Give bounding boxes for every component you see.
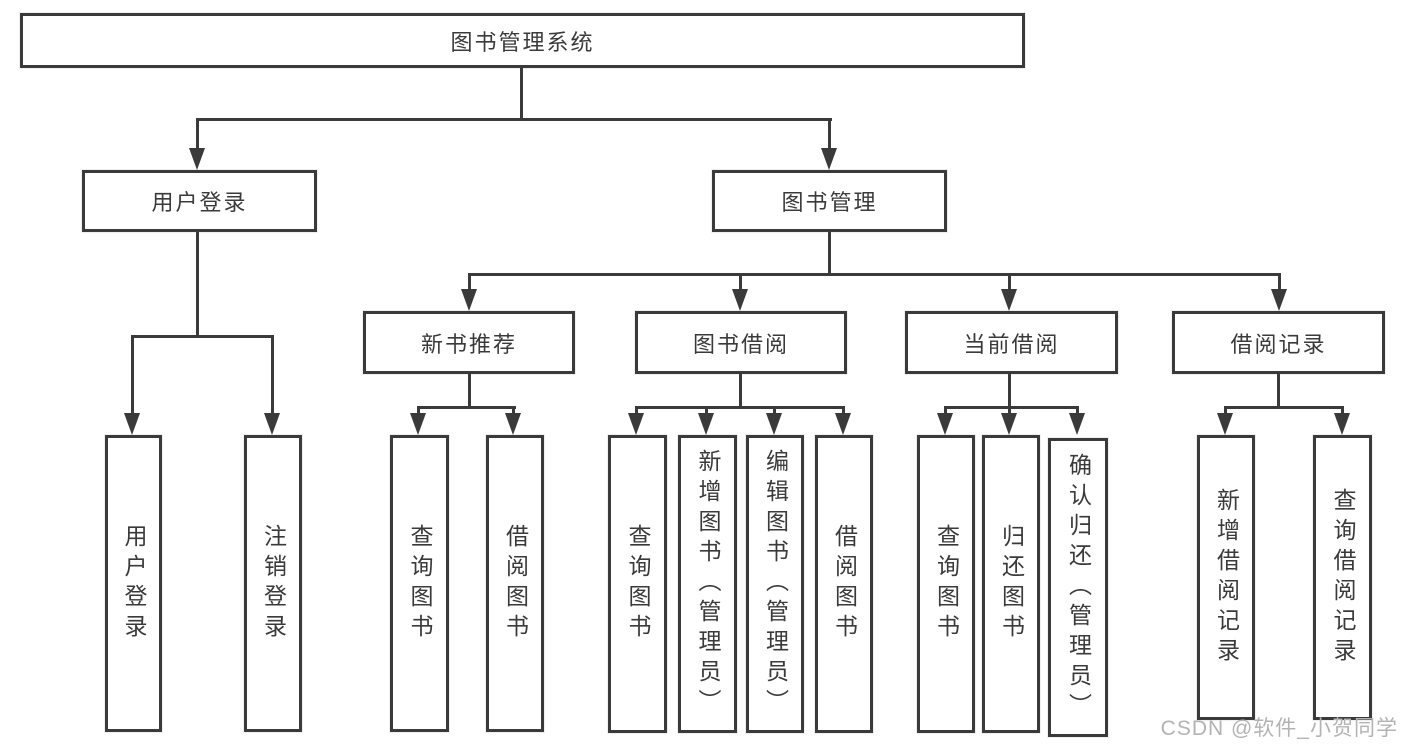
arrow-down-icon bbox=[264, 413, 280, 435]
arrow-down-icon bbox=[732, 289, 748, 311]
leaf-node-add-book-admin: 新增图书（管理员） bbox=[678, 435, 737, 733]
connector-mgmt-stem bbox=[828, 232, 831, 275]
connector-mgmt-split bbox=[468, 273, 1281, 276]
module-node-book-borrow: 图书借阅 bbox=[635, 311, 847, 374]
arrow-down-icon bbox=[628, 413, 644, 435]
module-node-new-book-recommend: 新书推荐 bbox=[363, 311, 575, 374]
leaf-node-return-books: 归还图书 bbox=[982, 435, 1040, 733]
arrow-down-icon bbox=[461, 289, 477, 311]
branch-node-book-management: 图书管理 bbox=[712, 170, 947, 232]
arrow-down-icon bbox=[937, 413, 953, 435]
connector-stem bbox=[739, 374, 742, 408]
arrow-down-icon bbox=[835, 413, 851, 435]
leaf-node-logout: 注销登录 bbox=[244, 435, 302, 732]
branch-node-user-login: 用户登录 bbox=[82, 170, 317, 232]
connector-stem bbox=[468, 374, 471, 408]
leaf-node-confirm-return-admin: 确认归还（管理员） bbox=[1048, 438, 1108, 737]
connector-stub bbox=[131, 335, 134, 417]
arrow-down-icon bbox=[505, 413, 521, 435]
module-node-current-borrow: 当前借阅 bbox=[905, 311, 1118, 374]
leaf-node-query-books-recommend: 查询图书 bbox=[390, 435, 449, 732]
connector-split bbox=[417, 406, 516, 409]
connector-stub bbox=[1278, 273, 1281, 295]
connector-user-stem bbox=[196, 232, 199, 337]
csdn-watermark: CSDN @软件_小贺同学 bbox=[1160, 717, 1398, 740]
leaf-node-borrow-books: 借阅图书 bbox=[815, 435, 873, 733]
connector-stub bbox=[271, 335, 274, 417]
arrow-down-icon bbox=[1001, 413, 1017, 435]
arrow-down-icon bbox=[124, 413, 140, 435]
connector-split bbox=[1224, 406, 1344, 409]
arrow-down-icon bbox=[821, 148, 837, 170]
leaf-node-query-books-current: 查询图书 bbox=[917, 435, 975, 733]
leaf-node-query-borrow-record: 查询借阅记录 bbox=[1313, 435, 1372, 720]
arrow-down-icon bbox=[1271, 289, 1287, 311]
connector-split bbox=[944, 406, 1079, 409]
connector-root-split bbox=[196, 118, 832, 121]
connector-root-stem bbox=[520, 68, 523, 120]
arrow-down-icon bbox=[189, 148, 205, 170]
arrow-down-icon bbox=[1334, 413, 1350, 435]
module-node-borrow-records: 借阅记录 bbox=[1172, 311, 1385, 374]
leaf-node-add-borrow-record: 新增借阅记录 bbox=[1197, 435, 1255, 720]
connector-stub bbox=[468, 273, 471, 295]
connector-stub bbox=[1008, 273, 1011, 295]
arrow-down-icon bbox=[766, 413, 782, 435]
connector-stem bbox=[1277, 374, 1280, 408]
connector-stub bbox=[196, 118, 199, 152]
connector-stub bbox=[739, 273, 742, 295]
arrow-down-icon bbox=[1217, 413, 1233, 435]
arrow-down-icon bbox=[410, 413, 426, 435]
arrow-down-icon bbox=[1001, 289, 1017, 311]
arrow-down-icon bbox=[1069, 413, 1085, 435]
arrow-down-icon bbox=[698, 413, 714, 435]
connector-user-split bbox=[131, 335, 274, 338]
leaf-node-edit-book-admin: 编辑图书（管理员） bbox=[746, 435, 804, 733]
leaf-node-borrow-books-recommend: 借阅图书 bbox=[486, 435, 544, 732]
leaf-node-user-login: 用户登录 bbox=[105, 435, 162, 732]
connector-split bbox=[635, 406, 845, 409]
leaf-node-query-books-borrow: 查询图书 bbox=[608, 435, 667, 733]
connector-stub bbox=[828, 118, 831, 152]
connector-stem bbox=[1008, 374, 1011, 408]
root-node-library-system: 图书管理系统 bbox=[20, 13, 1025, 68]
